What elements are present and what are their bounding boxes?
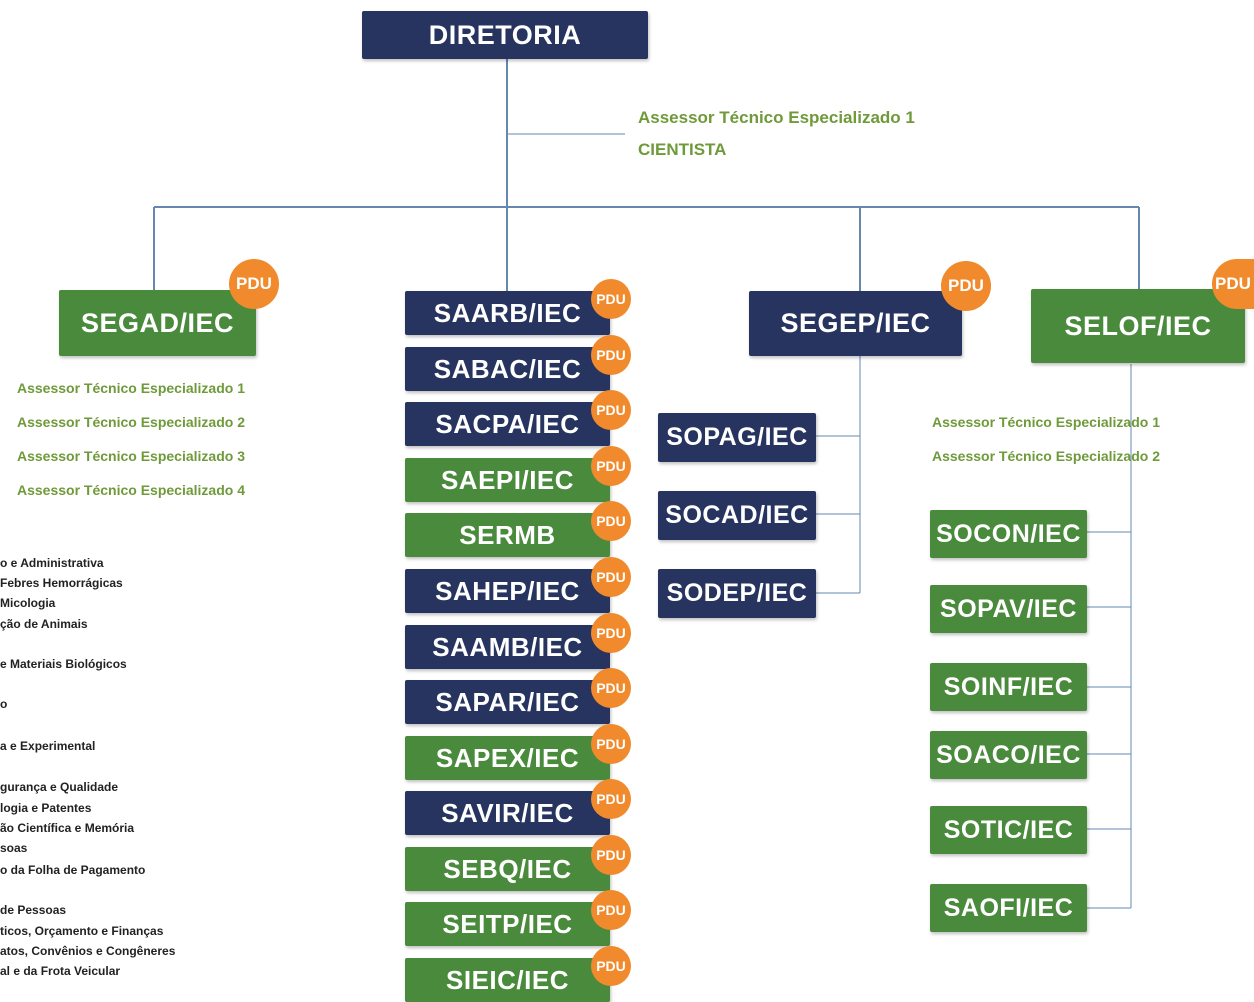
segad-pdu-badge: PDU (229, 259, 279, 309)
legend-fragment: o e Administrativa (0, 556, 104, 570)
legend-fragment: ão Científica e Memória (0, 821, 135, 835)
center-unit-box[interactable]: SAAMB/IEC (405, 625, 610, 669)
center-unit-pdu-badge: PDU (591, 890, 631, 930)
center-unit-label: SAPEX/IEC (435, 742, 580, 773)
center-unit-pdu-badge: PDU (591, 557, 631, 597)
top-assessor-line1: Assessor Técnico Especializado 1 (638, 108, 915, 127)
segep-box[interactable]: SEGEP/IEC (749, 291, 962, 356)
legend-fragment: e Materiais Biológicos (0, 657, 127, 671)
legend-fragment: Febres Hemorrágicas (0, 576, 123, 590)
center-unit-box[interactable]: SAPAR/IEC (405, 680, 610, 724)
selof-child-box[interactable]: SOCON/IEC (930, 510, 1087, 558)
segep-child-box[interactable]: SOPAG/IEC (658, 413, 816, 462)
segad-assessor-2: Assessor Técnico Especializado 2 (17, 414, 245, 430)
diretoria-box[interactable]: DIRETORIA (362, 11, 648, 59)
center-unit-pdu-badge: PDU (591, 724, 631, 764)
selof-child-box[interactable]: SAOFI/IEC (930, 884, 1087, 932)
selof-child-box[interactable]: SOTIC/IEC (930, 806, 1087, 854)
center-unit-label: SEITP/IEC (442, 908, 573, 939)
segep-child-label: SODEP/IEC (666, 579, 808, 607)
selof-label: SELOF/IEC (1064, 310, 1212, 341)
selof-assessor-2: Assessor Técnico Especializado 2 (932, 448, 1160, 464)
center-unit-pdu-badge: PDU (591, 446, 631, 486)
center-unit-label: SAHEP/IEC (435, 575, 580, 606)
segep-child-box[interactable]: SOCAD/IEC (658, 491, 816, 540)
center-unit-label: SAAMB/IEC (432, 631, 583, 662)
center-unit-label: SABAC/IEC (433, 353, 582, 384)
selof-child-label: SOPAV/IEC (940, 594, 1077, 623)
center-unit-box[interactable]: SAVIR/IEC (405, 791, 610, 835)
legend-fragment: o da Folha de Pagamento (0, 863, 146, 877)
segep-pdu-badge: PDU (941, 261, 991, 311)
center-unit-box[interactable]: SERMB (405, 513, 610, 557)
legend-fragment: soas (0, 841, 28, 855)
legend-fragment: gurança e Qualidade (0, 780, 119, 794)
center-unit-box[interactable]: SEBQ/IEC (405, 847, 610, 891)
center-unit-pdu-badge: PDU (591, 779, 631, 819)
selof-child-label: SAOFI/IEC (943, 893, 1074, 922)
selof-child-label: SOACO/IEC (936, 740, 1081, 769)
legend-fragment: Micologia (0, 596, 56, 610)
center-unit-box[interactable]: SACPA/IEC (405, 402, 610, 446)
center-unit-box[interactable]: SABAC/IEC (405, 347, 610, 391)
center-unit-pdu-badge: PDU (591, 668, 631, 708)
segad-box[interactable]: SEGAD/IEC (59, 290, 256, 356)
center-unit-label: SIEIC/IEC (446, 964, 569, 995)
legend-fragment: atos, Convênios e Congêneres (0, 944, 176, 958)
center-unit-pdu-badge: PDU (591, 390, 631, 430)
center-unit-box[interactable]: SAPEX/IEC (405, 736, 610, 780)
center-unit-box[interactable]: SAARB/IEC (405, 291, 610, 335)
center-unit-box[interactable]: SAEPI/IEC (405, 458, 610, 502)
center-unit-pdu-badge: PDU (591, 946, 631, 986)
diretoria-label: DIRETORIA (428, 19, 582, 50)
center-unit-pdu-badge: PDU (591, 613, 631, 653)
center-unit-box[interactable]: SAHEP/IEC (405, 569, 610, 613)
legend-fragment: logia e Patentes (0, 801, 92, 815)
center-unit-label: SEBQ/IEC (443, 853, 572, 884)
center-unit-label: SAVIR/IEC (441, 797, 574, 828)
center-unit-label: SAPAR/IEC (435, 686, 580, 717)
center-unit-pdu-badge: PDU (591, 501, 631, 541)
legend-fragment: al e da Frota Veicular (0, 964, 121, 978)
selof-box[interactable]: SELOF/IEC (1031, 289, 1245, 363)
selof-child-box[interactable]: SOINF/IEC (930, 663, 1087, 711)
selof-pdu-badge: PDU (1212, 259, 1254, 309)
segep-child-label: SOCAD/IEC (665, 501, 809, 529)
legend-fragment: o (0, 697, 8, 711)
center-unit-pdu-badge: PDU (591, 835, 631, 875)
center-unit-pdu-badge: PDU (591, 335, 631, 375)
selof-assessor-1: Assessor Técnico Especializado 1 (932, 414, 1160, 430)
selof-child-box[interactable]: SOPAV/IEC (930, 585, 1087, 633)
selof-child-label: SOTIC/IEC (943, 815, 1074, 844)
legend-fragment: a e Experimental (0, 739, 96, 753)
segad-label: SEGAD/IEC (80, 307, 235, 338)
center-unit-label: SACPA/IEC (435, 408, 580, 439)
top-assessor-line2: CIENTISTA (638, 140, 727, 159)
segad-assessor-4: Assessor Técnico Especializado 4 (17, 482, 245, 498)
segad-assessor-1: Assessor Técnico Especializado 1 (17, 380, 245, 396)
selof-child-box[interactable]: SOACO/IEC (930, 731, 1087, 779)
center-unit-pdu-badge: PDU (591, 279, 631, 319)
legend-fragment: ticos, Orçamento e Finanças (0, 924, 164, 938)
segad-assessor-3: Assessor Técnico Especializado 3 (17, 448, 245, 464)
center-unit-label: SAARB/IEC (433, 297, 582, 328)
segep-child-box[interactable]: SODEP/IEC (658, 569, 816, 618)
center-unit-label: SERMB (459, 519, 556, 550)
legend-fragment: ção de Animais (0, 617, 88, 631)
center-unit-label: SAEPI/IEC (440, 464, 575, 495)
legend-fragment: de Pessoas (0, 903, 67, 917)
center-unit-box[interactable]: SIEIC/IEC (405, 958, 610, 1002)
selof-child-label: SOINF/IEC (943, 672, 1074, 701)
segep-child-label: SOPAG/IEC (666, 423, 808, 451)
segep-label: SEGEP/IEC (780, 308, 931, 338)
selof-child-label: SOCON/IEC (936, 519, 1081, 548)
center-unit-box[interactable]: SEITP/IEC (405, 902, 610, 946)
